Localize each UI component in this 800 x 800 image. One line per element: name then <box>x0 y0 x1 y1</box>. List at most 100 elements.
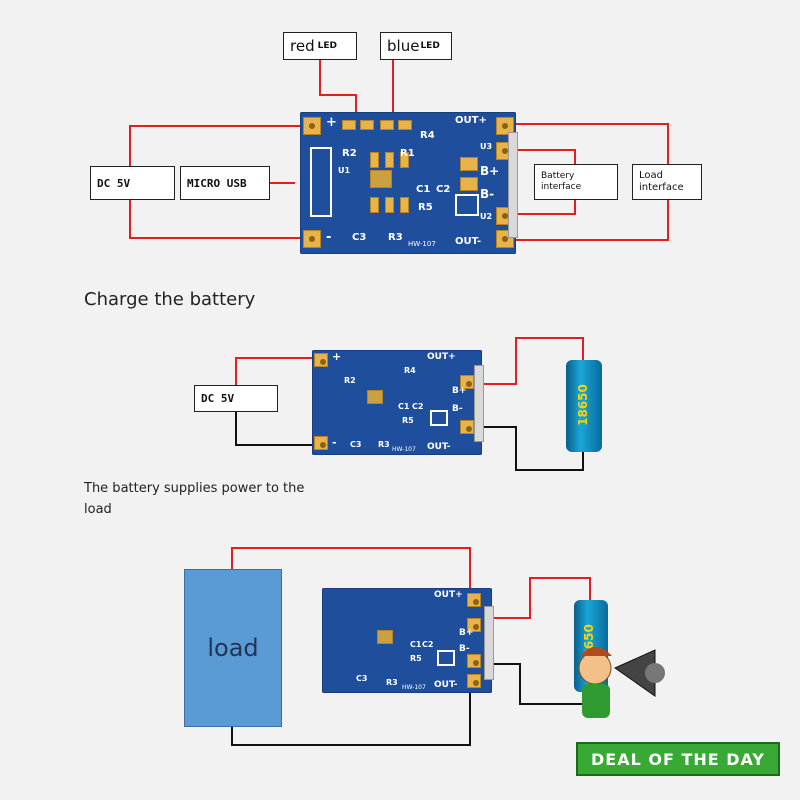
silk-u2: U2 <box>480 212 493 221</box>
silk-out-minus: OUT- <box>455 236 482 247</box>
blue-led-suffix: LED <box>420 41 440 51</box>
chip-pad <box>385 197 394 213</box>
wire-dc-plus <box>129 125 305 183</box>
silk-out-minus: OUT- <box>434 680 458 690</box>
red-led-text: red <box>290 37 315 55</box>
pcb-top: + - OUT+ OUT- B+ B- R2 R1 R4 R5 R3 C3 C1… <box>300 112 518 254</box>
wire2-bat-plus <box>466 337 584 385</box>
wire-battery-minus <box>515 200 576 215</box>
wire-load-plus <box>515 123 669 168</box>
silk-c1: C1 <box>410 640 422 649</box>
silk-model: HW-107 <box>408 240 436 248</box>
pcb-bottom: OUT+ OUT- B+ B- C3 R3 C1 C2 R5 HW-107 <box>322 588 494 693</box>
silk-model: HW-107 <box>392 446 416 453</box>
silk-b-minus: B- <box>480 187 495 201</box>
silk-r5: R5 <box>402 416 414 425</box>
pad-out-minus <box>467 674 481 688</box>
wire2-dc-plus <box>235 357 322 385</box>
pad-out-plus <box>496 117 514 135</box>
battery-label-middle: 18650 <box>575 384 590 426</box>
chip-pad <box>400 152 409 168</box>
led-pad-3 <box>380 120 394 130</box>
cap-pad <box>460 157 478 171</box>
megaphone-mascot-icon <box>578 647 665 718</box>
silk-c3: C3 <box>356 674 368 683</box>
deal-of-the-day-badge[interactable]: DEAL OF THE DAY <box>576 742 780 776</box>
battery-connector <box>474 365 484 442</box>
silk-out-plus: OUT+ <box>455 115 487 126</box>
wire-dc-minus <box>129 197 305 239</box>
usb-outline <box>310 147 332 217</box>
ic-chip <box>367 390 383 404</box>
pad-plus <box>314 353 328 367</box>
silk-plus: + <box>332 350 342 363</box>
battery-connector <box>508 132 518 238</box>
battery-18650-middle: 18650 <box>566 360 602 452</box>
ic-chip <box>370 170 392 188</box>
silk-out-minus: OUT- <box>427 442 451 452</box>
chip-pad <box>385 152 394 168</box>
led-pad-2 <box>360 120 374 130</box>
wire2-bat-minus <box>466 426 584 471</box>
silk-r4: R4 <box>420 130 435 141</box>
micro-usb-label: MICRO USB <box>180 166 270 200</box>
silk-r3: R3 <box>388 232 403 243</box>
pad-b-minus <box>467 654 481 668</box>
pcb-middle: + - OUT+ OUT- B+ B- R2 R4 R5 R3 C3 C1 C2… <box>312 350 484 455</box>
silk-b-minus: B- <box>459 644 470 654</box>
chip-pad <box>370 197 379 213</box>
battery-connector <box>484 606 494 680</box>
wire-load-minus <box>515 200 669 241</box>
pad-b-plus <box>460 375 474 389</box>
silk-r3: R3 <box>386 678 398 687</box>
silk-b-plus: B+ <box>480 164 500 178</box>
silk-r2: R2 <box>344 376 356 385</box>
silk-r5: R5 <box>410 654 422 663</box>
blue-led-label: blue LED <box>380 32 452 60</box>
caption-charge: Charge the battery <box>84 289 256 310</box>
u2-outline <box>437 650 455 666</box>
silk-r5: R5 <box>418 202 433 213</box>
wire3-load-minus <box>231 684 471 746</box>
silk-u1: U1 <box>338 166 351 175</box>
u2-outline <box>455 194 479 216</box>
silk-out-plus: OUT+ <box>427 352 456 362</box>
battery-interface-label: Battery interface <box>534 164 618 200</box>
load-box: load <box>184 569 282 727</box>
u2-outline <box>430 410 448 426</box>
wire3-bat-plus <box>484 577 591 619</box>
silk-b-plus: B+ <box>459 628 474 638</box>
silk-c3: C3 <box>350 440 362 449</box>
silk-plus: + <box>326 115 337 130</box>
silk-r4: R4 <box>404 366 416 375</box>
pad-b-plus <box>467 618 481 632</box>
silk-c2: C2 <box>436 184 451 195</box>
silk-r3: R3 <box>378 440 390 449</box>
pad-plus <box>303 117 321 135</box>
silk-r2: R2 <box>342 148 357 159</box>
red-led-suffix: LED <box>317 41 337 51</box>
ic-chip <box>377 630 393 644</box>
pad-out-plus <box>467 593 481 607</box>
silk-model: HW-107 <box>402 684 426 691</box>
wire-battery-plus <box>515 149 576 168</box>
silk-c1: C1 <box>398 402 410 411</box>
silk-c2: C2 <box>422 640 434 649</box>
silk-c2: C2 <box>412 402 424 411</box>
wire-red-led <box>319 60 357 122</box>
led-red-pad <box>342 120 356 130</box>
silk-b-minus: B- <box>452 404 463 414</box>
pad-b-minus <box>460 420 474 434</box>
silk-minus: - <box>332 436 337 449</box>
dc-5v-label-2: DC 5V <box>194 385 278 412</box>
chip-pad <box>400 197 409 213</box>
silk-b-plus: B+ <box>452 386 467 396</box>
silk-r1: R1 <box>400 148 415 159</box>
pad-minus <box>303 230 321 248</box>
cap-pad <box>460 177 478 191</box>
caption-supply: The battery supplies power to the load <box>84 481 305 517</box>
silk-out-plus: OUT+ <box>434 590 463 600</box>
silk-c1: C1 <box>416 184 431 195</box>
chip-pad <box>370 152 379 168</box>
